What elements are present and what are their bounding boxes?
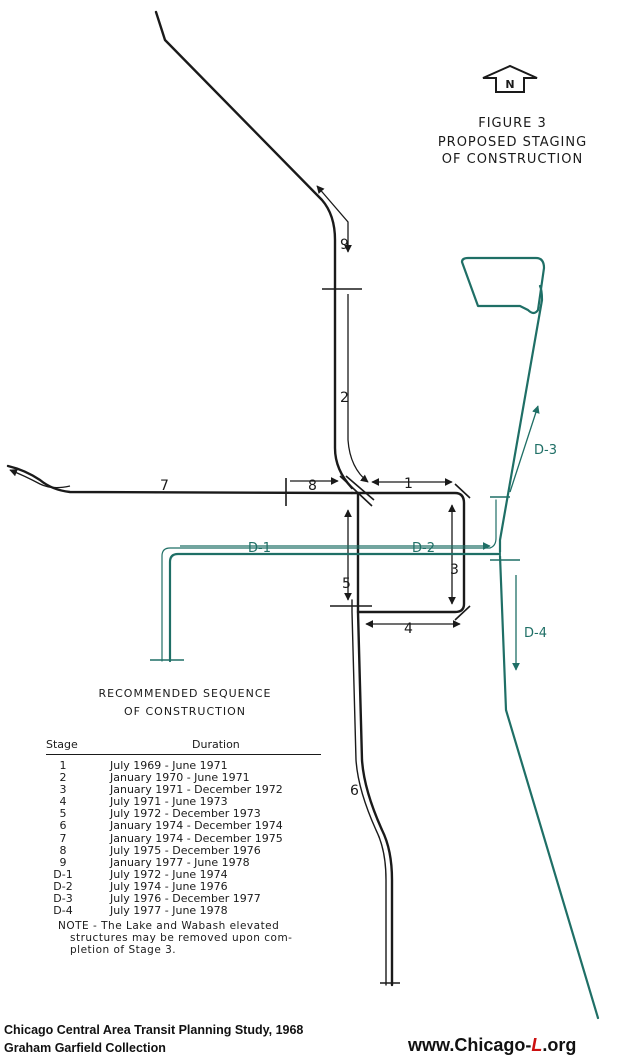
legend-row: 3 January 1971 - December 1972 xyxy=(46,784,336,796)
route-loop-line xyxy=(350,491,466,614)
route-stage-6-line-b xyxy=(351,599,387,986)
legend-stage: 3 xyxy=(59,783,67,797)
stage-6-label: 6 xyxy=(350,783,359,799)
route-stage-7-line xyxy=(6,464,354,495)
legend-stage: 4 xyxy=(59,795,67,809)
legend-row: D-2 July 1974 - June 1976 xyxy=(46,879,336,893)
stage-d3-label: D-3 xyxy=(534,443,557,458)
legend-note: NOTE - The Lake and Wabash elevated stru… xyxy=(58,920,338,956)
distributor-d4-line xyxy=(498,554,600,1020)
credit-collection: Graham Garfield Collection xyxy=(4,1041,166,1055)
legend-row: 6 January 1974 - December 1974 xyxy=(46,820,336,832)
legend-duration: July 1975 - December 1976 xyxy=(110,843,261,857)
distributor-d3-line xyxy=(498,284,544,554)
legend-col-duration: Duration xyxy=(192,738,240,751)
stage-d2-label: D-2 xyxy=(412,541,435,556)
legend-stage: 2 xyxy=(59,771,67,785)
distributor-north-loop xyxy=(460,256,546,315)
site-watermark: www.Chicago-L.org xyxy=(408,1035,576,1056)
stage-d1-label: D-1 xyxy=(248,541,271,556)
stage-d4-label: D-4 xyxy=(524,626,547,641)
legend-row: D-4 July 1977 - June 1978 xyxy=(46,905,336,917)
site-prefix: www.Chicago- xyxy=(408,1035,532,1055)
legend-row: D-1 July 1972 - June 1974 xyxy=(46,867,336,881)
legend-header: Stage Duration xyxy=(46,738,321,755)
stage-3-label: 3 xyxy=(450,562,459,578)
stage-labels: 9 2 1 7 8 3 4 5 6 xyxy=(160,237,459,799)
legend-row: 2 January 1970 - June 1971 xyxy=(46,771,336,785)
legend-row: 8 July 1975 - December 1976 xyxy=(46,843,336,857)
legend-stage: 7 xyxy=(59,831,67,845)
stage-4-label: 4 xyxy=(404,621,413,637)
legend-duration: July 1976 - December 1977 xyxy=(110,892,261,906)
legend-duration: July 1971 - June 1973 xyxy=(110,795,228,809)
legend-row: 5 July 1972 - December 1973 xyxy=(46,808,336,820)
legend-stage: 1 xyxy=(59,759,67,772)
stage-5-label: 5 xyxy=(342,576,351,592)
legend-row: 7 January 1974 - December 1975 xyxy=(46,831,336,845)
figure-title: FIGURE 3 xyxy=(478,116,547,131)
legend-duration: July 1972 - June 1974 xyxy=(110,867,228,881)
legend-stage: 8 xyxy=(59,843,67,857)
legend-duration: January 1970 - June 1971 xyxy=(110,771,250,785)
legend-duration: January 1971 - December 1972 xyxy=(110,783,283,797)
note-line3: pletion of Stage 3. xyxy=(70,944,177,956)
route-stage-6-line xyxy=(356,491,394,987)
stage-9-label: 9 xyxy=(340,237,349,253)
legend-stage: D-1 xyxy=(53,867,73,881)
legend-row: D-3 July 1976 - December 1977 xyxy=(46,892,336,906)
credit-source: Chicago Central Area Transit Planning St… xyxy=(4,1023,304,1037)
figure-subtitle-line2: OF CONSTRUCTION xyxy=(441,152,584,167)
legend-row: 4 July 1971 - June 1973 xyxy=(46,796,336,808)
legend-duration: July 1974 - June 1976 xyxy=(110,879,228,893)
north-arrow-icon: N xyxy=(482,64,538,93)
legend-stage: 6 xyxy=(59,819,67,833)
figure-subtitle-line1: PROPOSED STAGING xyxy=(437,135,588,150)
legend-title-line2: OF CONSTRUCTION xyxy=(124,705,246,718)
stage-1-label: 1 xyxy=(404,476,413,492)
legend-stage: 5 xyxy=(59,807,67,821)
legend-duration: July 1969 - June 1971 xyxy=(110,759,228,772)
legend-col-stage: Stage xyxy=(46,738,78,751)
route-stage-9-line xyxy=(154,10,354,490)
site-suffix: .org xyxy=(542,1035,577,1055)
stage-8-label: 8 xyxy=(308,478,317,494)
legend-table: 1 July 1969 - June 1971 2 January 1970 - J… xyxy=(46,759,336,917)
legend-duration: January 1974 - December 1974 xyxy=(110,819,283,833)
legend-row: 9 January 1977 - June 1978 xyxy=(46,855,336,869)
note-line2: structures may be removed upon com- xyxy=(70,932,293,944)
legend-stage: D-2 xyxy=(53,879,73,893)
site-brand-logo: L xyxy=(531,1035,543,1055)
north-label: N xyxy=(505,78,514,91)
legend-duration: January 1974 - December 1975 xyxy=(110,831,283,845)
distributor-arrows xyxy=(180,405,540,671)
distributor-boundaries xyxy=(150,496,520,661)
legend-duration: July 1977 - June 1978 xyxy=(110,904,228,918)
stage-2-label: 2 xyxy=(340,390,349,406)
legend-row: 1 July 1969 - June 1971 xyxy=(46,759,336,772)
stage-boundaries xyxy=(285,288,471,984)
distributor-routes xyxy=(161,256,600,1020)
distributor-d1-line xyxy=(168,552,502,663)
legend-title-line1: RECOMMENDED SEQUENCE xyxy=(98,687,272,700)
note-line1: NOTE - The Lake and Wabash elevated xyxy=(58,920,280,932)
legend-stage: 9 xyxy=(59,855,67,869)
legend-duration: July 1972 - December 1973 xyxy=(110,807,261,821)
legend-stage: D-4 xyxy=(53,904,73,918)
stage-arrows xyxy=(9,185,461,628)
distributor-d1-line-b xyxy=(161,499,497,662)
legend-duration: January 1977 - June 1978 xyxy=(110,855,250,869)
stage-7-label: 7 xyxy=(160,478,169,494)
distributor-labels: D-1 D-2 D-3 D-4 xyxy=(248,443,557,641)
legend-stage: D-3 xyxy=(53,892,73,906)
